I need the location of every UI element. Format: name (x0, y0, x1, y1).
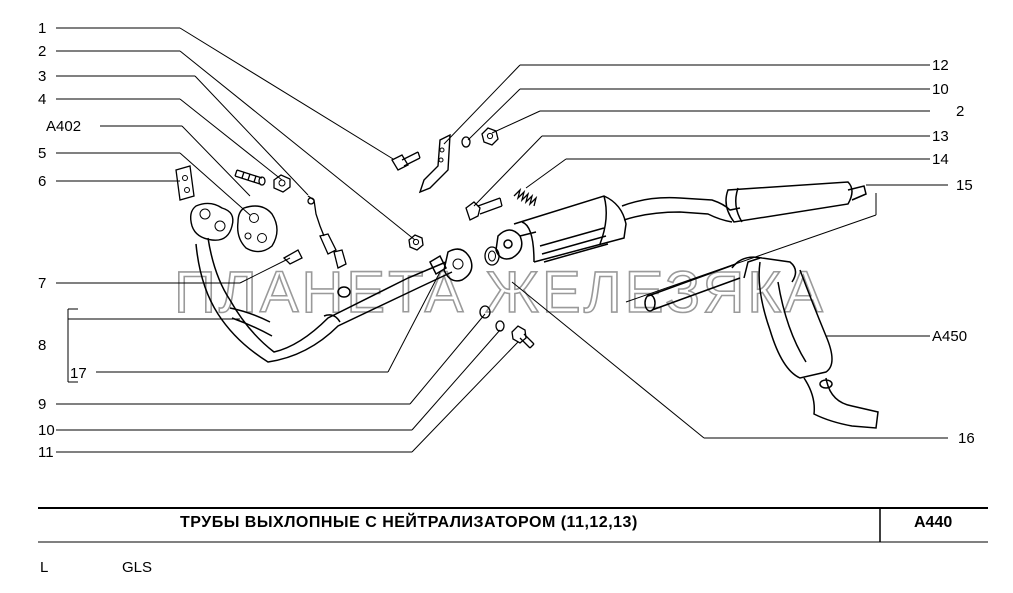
footer-model-l: L (40, 559, 49, 576)
callout-3: 3 (38, 68, 46, 85)
callout-15: 15 (956, 177, 973, 194)
callout-4: 4 (38, 91, 46, 108)
callout-7: 7 (38, 275, 46, 292)
callout-16: 16 (958, 430, 975, 447)
diagram-code: A440 (914, 514, 953, 531)
footer-model-gls: GLS (122, 559, 153, 576)
callout-8: 8 (38, 337, 46, 354)
callout-1: 1 (38, 20, 46, 37)
callout-6: 6 (38, 173, 46, 190)
callout-5: 5 (38, 145, 46, 162)
callout-12: 12 (932, 57, 949, 74)
callout-a450: A450 (932, 328, 967, 345)
callout-2: 2 (38, 43, 46, 60)
diagram-title: ТРУБЫ ВЫХЛОПНЫЕ С НЕЙТРАЛИЗАТОРОМ (11,12… (180, 514, 638, 531)
callout-10-right: 10 (932, 81, 949, 98)
callout-11: 11 (38, 444, 54, 461)
callout-a402: A402 (46, 118, 81, 135)
callout-13: 13 (932, 128, 949, 145)
callout-2-right: 2 (956, 103, 964, 120)
callout-9: 9 (38, 396, 46, 413)
callout-14: 14 (932, 151, 949, 168)
callout-10-left: 10 (38, 422, 55, 439)
watermark-text: ПЛАНЕТА ЖЕЛЕЗЯКА (174, 260, 826, 325)
callout-17: 17 (70, 365, 87, 382)
title-block-frame (38, 507, 988, 543)
